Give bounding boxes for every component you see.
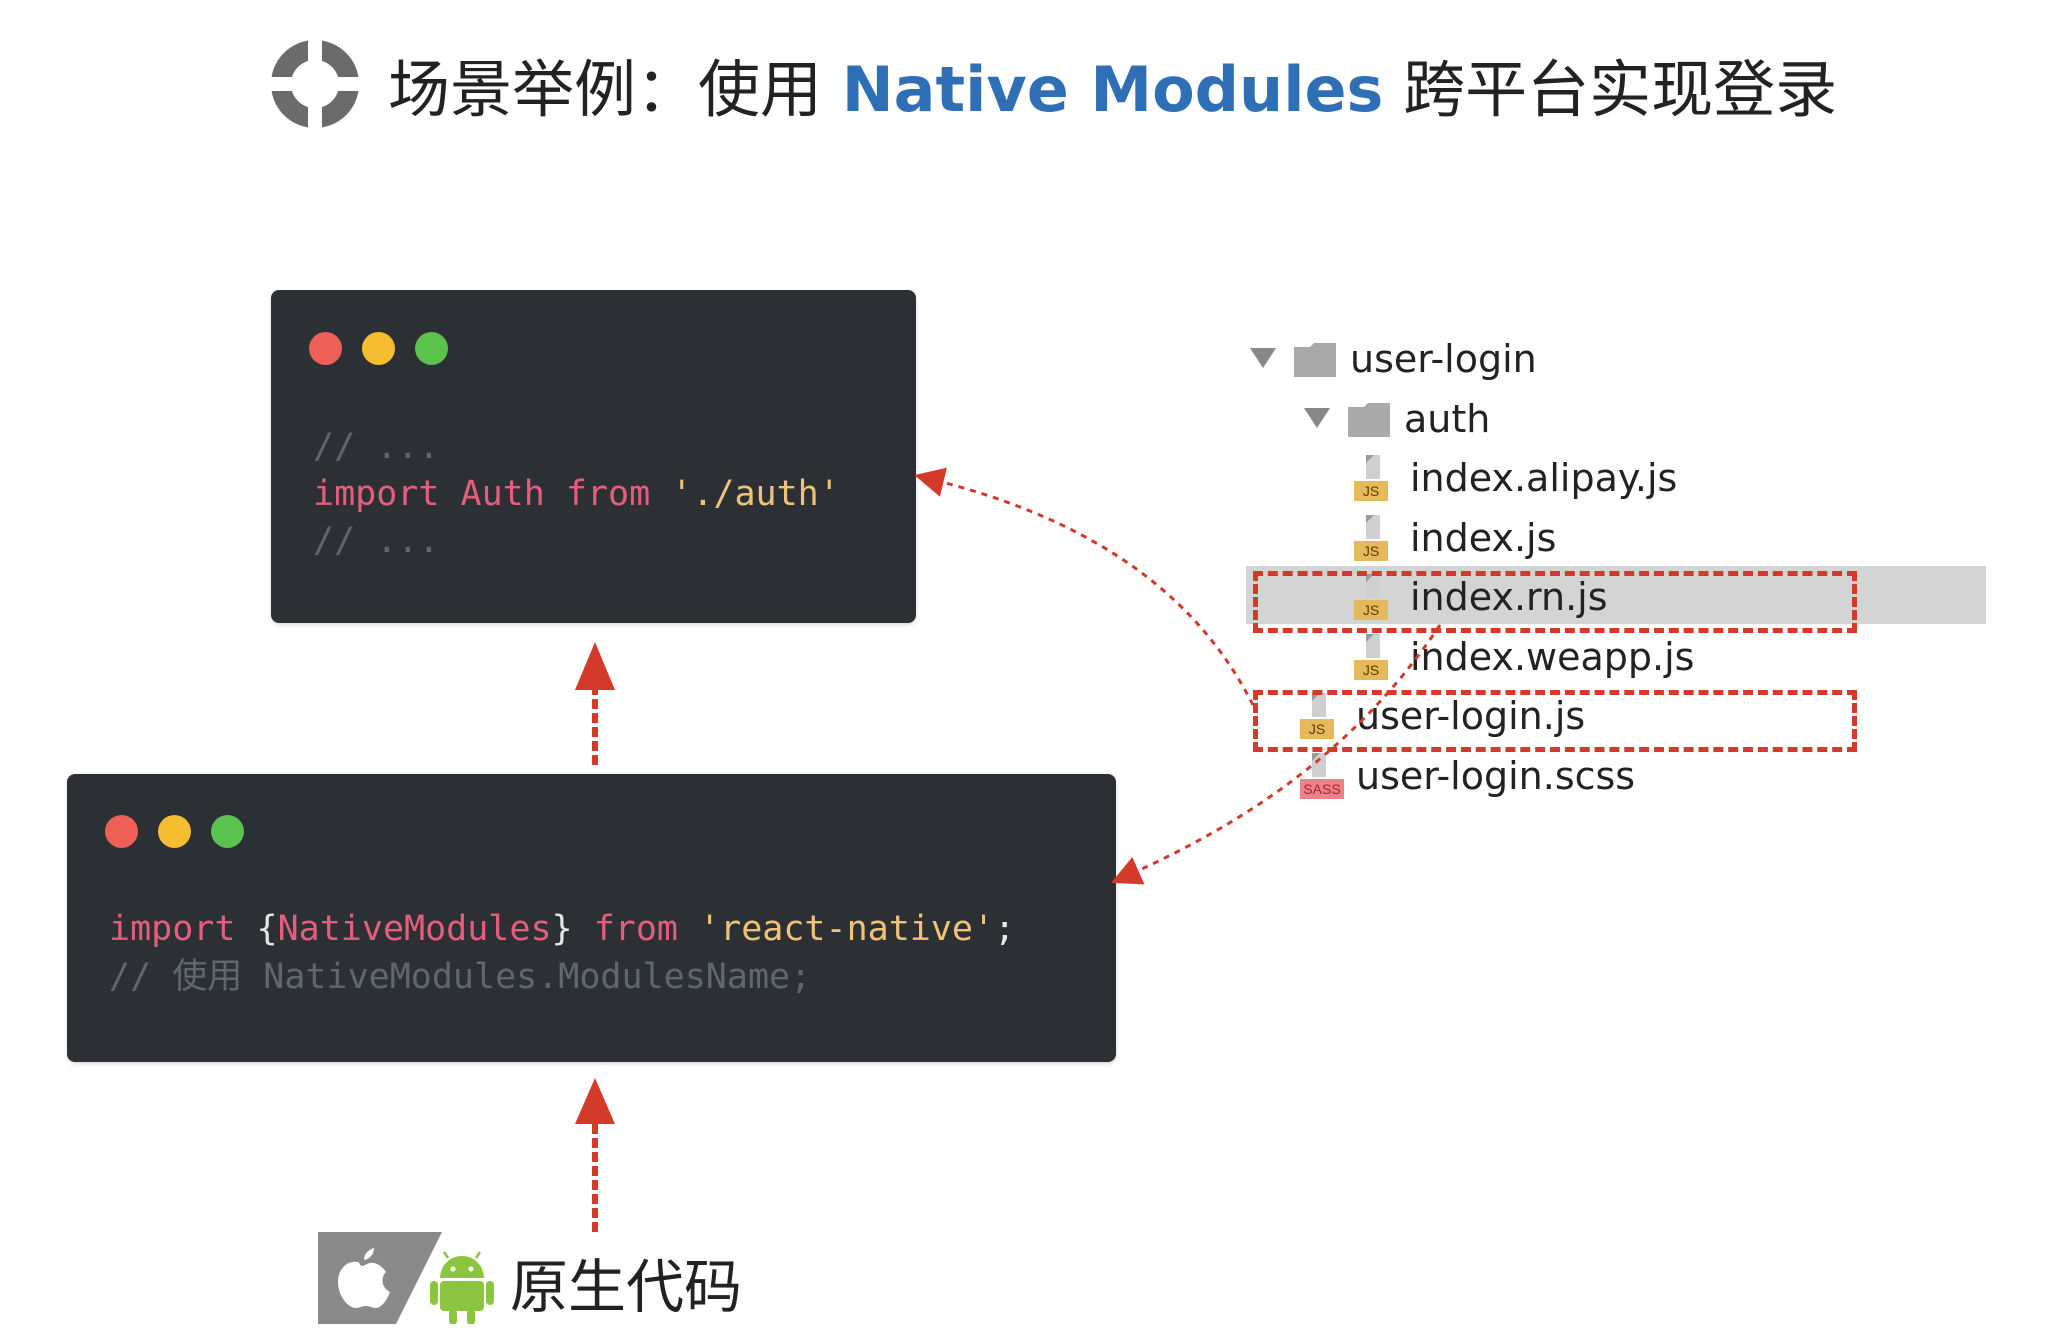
code-token-kw: import: [313, 474, 440, 514]
svg-text:JS: JS: [1363, 662, 1379, 678]
tree-item-label: user-login.scss: [1356, 753, 1636, 798]
tree-item[interactable]: JS index.js: [1354, 509, 1556, 567]
folder-icon: [1294, 342, 1336, 377]
code-token-comment: // 使用 NativeModules.ModulesName;: [109, 957, 812, 997]
android-icon: [430, 1251, 494, 1325]
native-platform-icons: [318, 1232, 503, 1328]
close-dot-icon: [309, 332, 342, 365]
title-bar: 场景举例：使用 Native Modules 跨平台实现登录: [270, 34, 1837, 134]
logo-ring-icon: [270, 39, 360, 129]
disclosure-triangle-icon[interactable]: [1246, 342, 1280, 376]
code-line: import {NativeModules} from 'react-nativ…: [109, 912, 1015, 960]
tree-item[interactable]: SASS user-login.scss: [1300, 747, 1635, 805]
tree-item-label: index.js: [1410, 515, 1557, 560]
close-dot-icon: [105, 815, 138, 848]
js-file-icon: JS: [1354, 455, 1396, 501]
tree-item-label: user-login: [1350, 337, 1537, 381]
native-code-label: 原生代码: [510, 1253, 743, 1321]
code-line: // 使用 NativeModules.ModulesName;: [109, 960, 1015, 1008]
tree-item[interactable]: auth: [1300, 390, 1490, 448]
js-file-icon: JS: [1354, 633, 1396, 680]
folder-icon: [1348, 402, 1390, 437]
svg-text:JS: JS: [1363, 602, 1379, 618]
code-token-kw: import: [109, 909, 236, 949]
svg-text:SASS: SASS: [1303, 781, 1340, 797]
svg-text:JS: JS: [1363, 543, 1379, 559]
code-token-plain: ;: [994, 909, 1016, 949]
code-token-kw: NativeModules: [277, 909, 552, 949]
code-token-str: 'react-native': [699, 909, 995, 949]
tree-item[interactable]: JS user-login.js: [1300, 687, 1585, 745]
code-token-kw: from: [565, 474, 651, 514]
code-line: import Auth from './auth': [313, 477, 840, 524]
tree-item-label: user-login.js: [1356, 694, 1586, 738]
maximize-dot-icon: [211, 815, 244, 848]
js-file-icon: JS: [1354, 574, 1396, 620]
tree-item-label: auth: [1404, 396, 1491, 441]
title-suffix: 跨平台实现登录: [1383, 53, 1838, 126]
code-line: // ...: [313, 524, 840, 571]
code-token-str: './auth': [671, 474, 840, 514]
svg-text:JS: JS: [1309, 721, 1325, 737]
arrow-to-auth-import: [914, 467, 1255, 706]
js-file-icon: JS: [1354, 514, 1396, 561]
code-block-top: // ...import Auth from './auth'// ...: [313, 430, 840, 571]
tree-item[interactable]: JS index.weapp.js: [1354, 628, 1694, 686]
minimize-dot-icon: [362, 332, 395, 365]
arrow-head-bottom: [575, 1078, 615, 1124]
code-window-top: // ...import Auth from './auth'// ...: [271, 290, 916, 623]
arrow-head-middle: [575, 642, 615, 690]
title-highlight: Native Modules: [841, 53, 1384, 126]
tree-item[interactable]: user-login: [1246, 330, 1537, 388]
page-title: 场景举例：使用 Native Modules 跨平台实现登录: [388, 39, 1837, 129]
code-window-bottom: import {NativeModules} from 'react-nativ…: [67, 774, 1116, 1062]
disclosure-triangle-icon[interactable]: [1300, 402, 1334, 436]
title-prefix: 场景举例：使用: [388, 53, 842, 126]
tree-item[interactable]: JS index.alipay.js: [1354, 449, 1677, 507]
code-token-kw: from: [593, 909, 678, 949]
code-token-plain: {: [235, 909, 278, 949]
code-token-kw: Auth: [439, 474, 566, 514]
minimize-dot-icon: [158, 815, 191, 848]
sass-file-icon: SASS: [1300, 752, 1344, 799]
tree-item[interactable]: JS index.rn.js: [1354, 568, 1608, 626]
highlight-box-index-rn: [1253, 571, 1857, 633]
code-line: // ...: [313, 430, 840, 477]
window-controls: [309, 332, 448, 365]
apple-icon: [338, 1248, 390, 1308]
tree-item-label: index.alipay.js: [1410, 456, 1678, 500]
code-token-comment: // ...: [313, 521, 440, 561]
js-file-icon: JS: [1300, 693, 1342, 739]
highlight-box-user-login: [1253, 690, 1857, 752]
window-controls: [105, 815, 244, 848]
tree-item-label: index.rn.js: [1410, 575, 1608, 619]
maximize-dot-icon: [415, 332, 448, 365]
arrow-to-native-modules: [1111, 624, 1442, 885]
code-token-plain: }: [551, 909, 594, 949]
svg-text:JS: JS: [1363, 483, 1379, 499]
tree-item-label: index.weapp.js: [1410, 634, 1695, 679]
code-token-comment: // ...: [313, 427, 440, 467]
code-block-bottom: import {NativeModules} from 'react-nativ…: [109, 912, 1015, 1008]
